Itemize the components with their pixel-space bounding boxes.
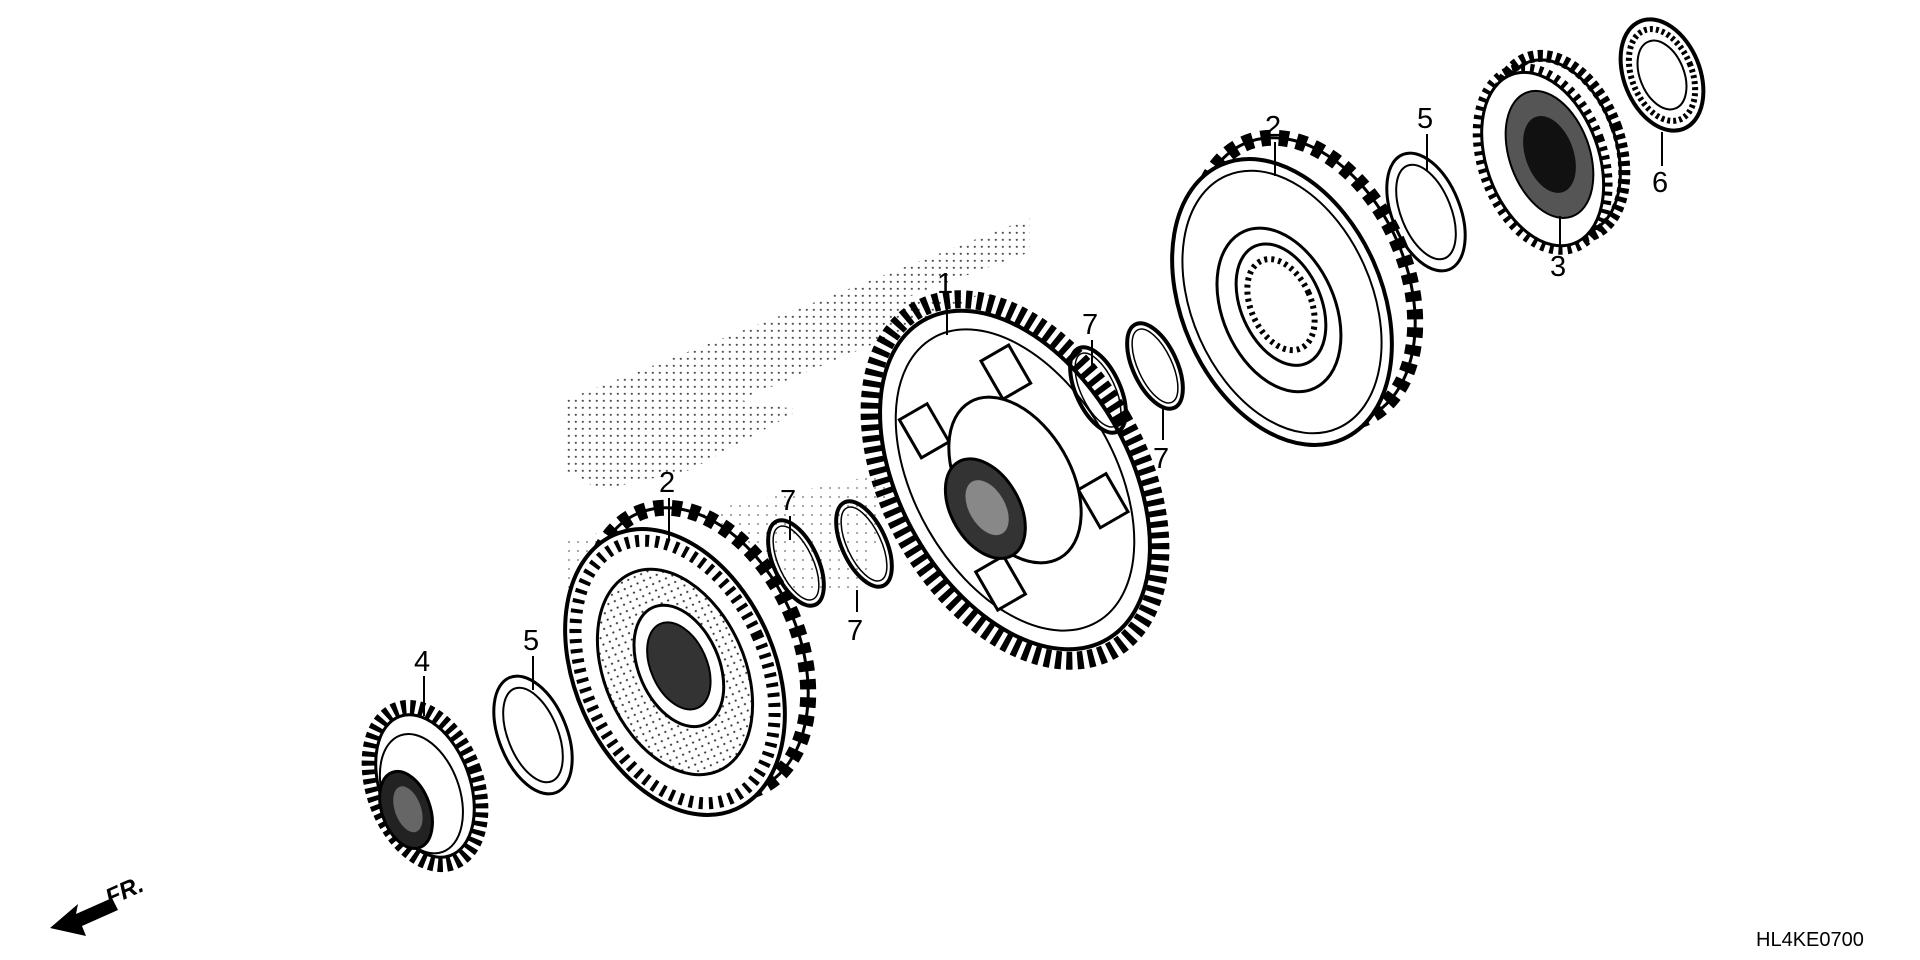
part-2-drum-rear [1170,129,1424,447]
stippled-shadow [565,218,1030,490]
callout-part-2-rear: 2 [1265,111,1281,143]
callout-part-1: 1 [937,268,953,300]
callout-part-4: 4 [414,646,430,678]
callout-part-7-b: 7 [847,615,863,647]
callout-part-5-rear: 5 [1417,103,1433,135]
diagram-code: HL4KE0700 [1756,929,1864,951]
part-7-ring-c [1068,345,1128,435]
callout-part-7-c: 7 [1082,309,1098,341]
part-3-gear [1472,49,1631,255]
part-4-gear [361,699,489,873]
part-2-drum-front [563,499,817,817]
front-direction-arrow: FR. [50,871,148,936]
part-5-washer-front [492,674,574,796]
callout-part-3: 3 [1550,251,1566,283]
arrow-left-icon [50,898,118,936]
callout-part-7-d: 7 [1153,443,1169,475]
part-7-ring-d [1125,321,1185,411]
callout-part-2-front: 2 [659,467,675,499]
part-5-washer-rear [1385,151,1467,273]
callout-part-6: 6 [1652,167,1668,199]
callout-part-5-front: 5 [523,625,539,657]
part-6-bearing [1618,17,1706,133]
callout-part-7-a: 7 [780,485,796,517]
